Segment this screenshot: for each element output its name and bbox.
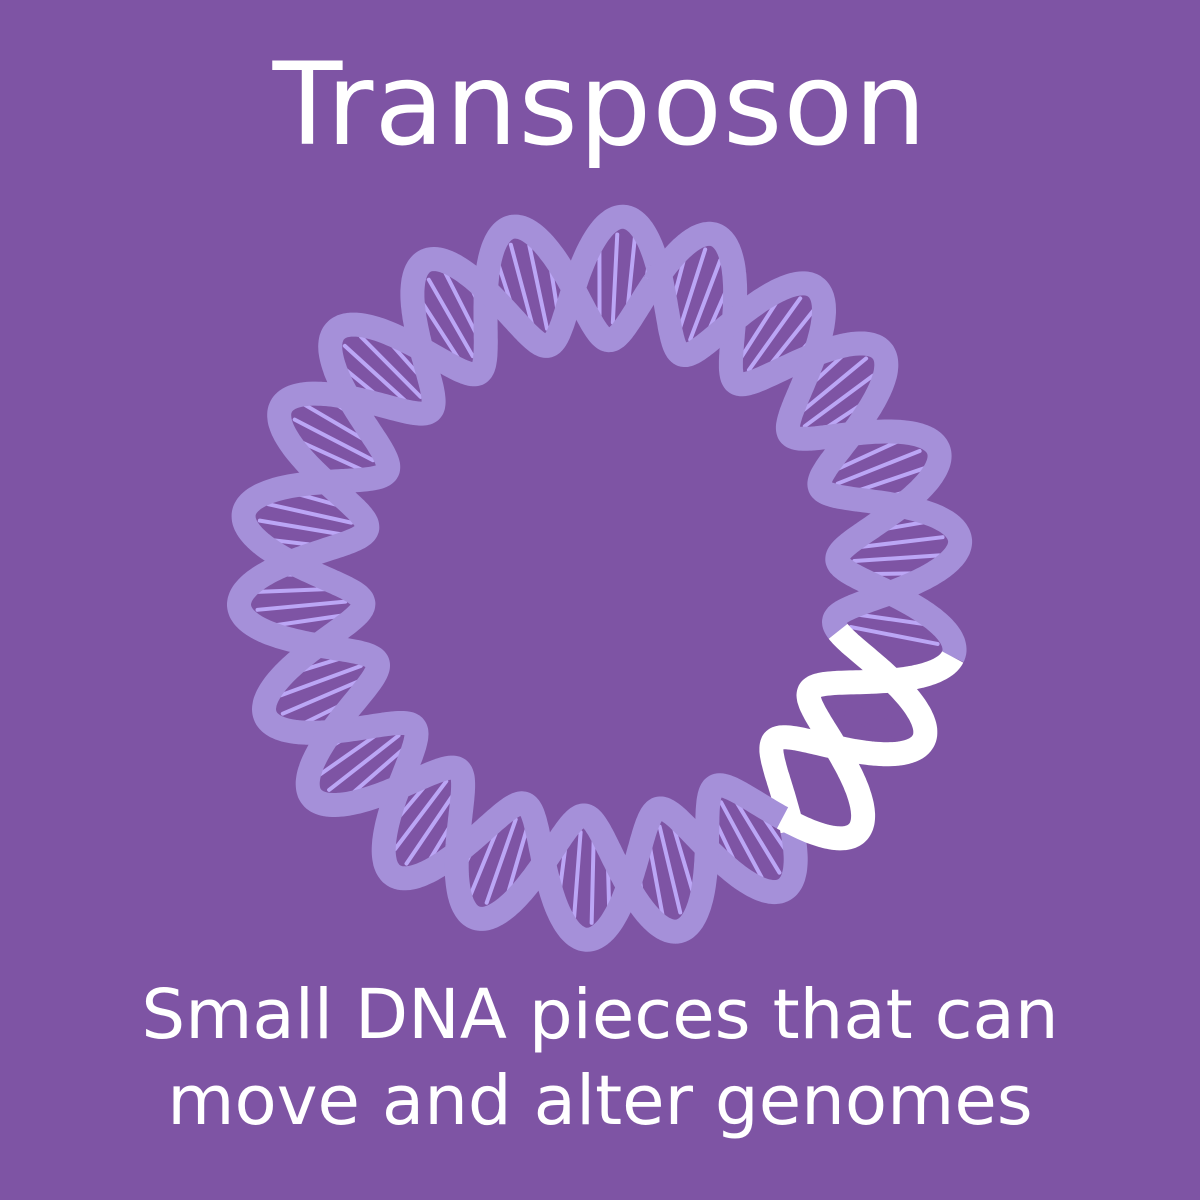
base-pair: [853, 612, 931, 627]
base-pair: [589, 836, 596, 925]
base-pair: [835, 448, 922, 486]
base-pair: [852, 553, 942, 564]
base-pair: [671, 823, 696, 898]
base-pair: [527, 243, 549, 331]
base-pair: [266, 502, 354, 525]
base-pair: [625, 235, 637, 314]
base-pair: [677, 247, 708, 332]
transposon-base-pair: [793, 744, 853, 797]
base-pair: [688, 258, 723, 342]
base-pair: [404, 791, 456, 866]
base-pair: [799, 356, 869, 415]
base-pair: [468, 823, 501, 898]
base-pair: [610, 232, 620, 325]
transposon-base-pair: [857, 640, 935, 664]
base-pair: [317, 729, 383, 777]
base-pair: [505, 823, 530, 899]
base-pair: [270, 613, 347, 628]
base-pair: [764, 308, 816, 371]
page-title: Transposon: [272, 38, 928, 171]
dna-strand-1: [643, 221, 973, 642]
base-pair: [657, 824, 683, 915]
base-pair: [851, 466, 927, 495]
base-pair: [255, 599, 348, 612]
base-pair: [327, 733, 401, 792]
transposon-strand-segment: [773, 646, 964, 851]
base-pair: [733, 798, 782, 875]
dna-strand-2: [645, 255, 967, 668]
base-pair: [255, 586, 335, 594]
dna-strand-2: [227, 204, 792, 944]
base-pair: [484, 817, 518, 905]
base-pair: [832, 437, 904, 473]
transposon-base-pair: [821, 699, 900, 745]
base-pair: [426, 277, 475, 359]
base-pair: [280, 678, 363, 716]
base-pair: [737, 296, 781, 363]
base-pair: [342, 343, 410, 405]
base-pair: [296, 438, 368, 474]
caption-line-1: Small DNA pieces that can: [141, 975, 1059, 1055]
caption-line-2: move and alter genomes: [167, 1061, 1033, 1141]
base-pair: [508, 242, 535, 329]
base-pair: [292, 417, 375, 463]
base-pair: [302, 402, 372, 445]
base-pair: [719, 800, 764, 880]
transposon-base-pair: [782, 752, 851, 818]
dna-backbone-strands: [227, 204, 973, 952]
transposon-base-pair: [781, 771, 837, 830]
base-pair: [443, 270, 481, 342]
base-pair: [358, 334, 423, 399]
base-pair: [856, 535, 945, 550]
base-pair: [257, 518, 345, 537]
caption: Small DNA pieces that can move and alter…: [0, 972, 1200, 1144]
base-pair: [646, 839, 665, 917]
base-pair: [746, 296, 803, 373]
base-pair: [572, 830, 583, 919]
base-pair: [849, 625, 940, 646]
transposon-base-pair: [832, 690, 913, 731]
base-pair: [802, 373, 876, 429]
base-pair: [418, 297, 463, 364]
base-pair: [393, 779, 449, 852]
base-pair: [347, 745, 408, 798]
base-pair: [278, 663, 363, 698]
